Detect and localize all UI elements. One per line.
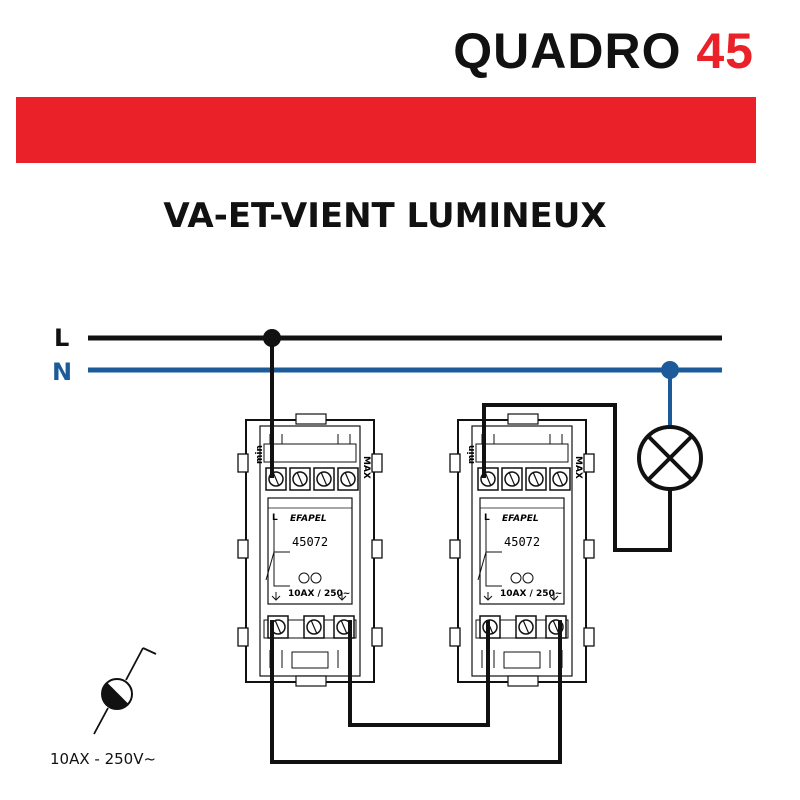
switch-1: min MAX L EFAPEL 45072 10AX / 250~	[237, 413, 383, 687]
switch-1-rating: 10AX / 250~	[288, 589, 350, 599]
wire-traveller-2	[270, 620, 562, 764]
lamp-cross-icon	[637, 425, 703, 491]
switch-1-min-mark: min	[255, 445, 265, 464]
legend-rating: 10AX - 250V~	[50, 750, 156, 768]
neutral-label: N	[52, 358, 72, 386]
wire-traveller-1	[348, 620, 490, 727]
switch-2-terminal-mark: L	[484, 513, 490, 523]
switch-2: min MAX L EFAPEL 45072 10AX / 250~	[449, 413, 595, 687]
switch-1-brand: EFAPEL	[290, 514, 327, 524]
diagram-title: VA-ET-VIENT LUMINEUX	[163, 196, 607, 236]
switch-2-rating: 10AX / 250~	[500, 589, 562, 599]
switch-2-max-mark: MAX	[573, 456, 583, 479]
brand-name: QUADRO	[453, 23, 682, 79]
switch-2-brand: EFAPEL	[502, 514, 539, 524]
header-band	[16, 97, 756, 163]
illuminated-switch-icon	[93, 647, 157, 735]
switch-1-max-mark: MAX	[361, 456, 371, 479]
brand-number: 45	[696, 23, 754, 79]
neutral-junction	[661, 361, 679, 379]
wire-switch-2-to-lamp	[482, 403, 672, 552]
switch-2-min-mark: min	[467, 445, 477, 464]
switch-1-model: 45072	[292, 535, 328, 549]
live-label: L	[54, 324, 69, 352]
brand-logo: QUADRO 45	[453, 22, 754, 80]
switch-2-model: 45072	[504, 535, 540, 549]
live-junction	[263, 329, 281, 347]
switch-1-terminal-mark: L	[272, 513, 278, 523]
